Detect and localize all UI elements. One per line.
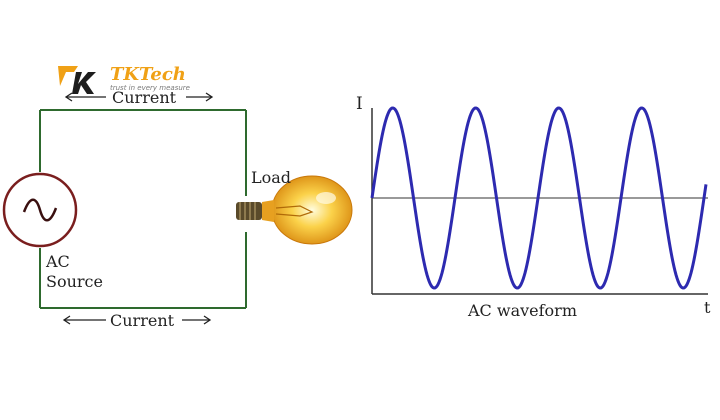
ac-source-icon <box>2 172 78 248</box>
logo-name: TKTech <box>110 64 186 85</box>
source-label-line1: AC <box>46 252 70 271</box>
y-axis-label: I <box>356 94 363 114</box>
circuit-wires <box>39 109 247 309</box>
waveform-axes <box>371 108 708 295</box>
x-axis-label: t <box>704 298 711 317</box>
sine-curve <box>370 106 708 290</box>
double-arrow-icon <box>62 92 214 325</box>
light-bulb-icon <box>236 175 353 245</box>
current-label-bottom: Current <box>110 311 175 330</box>
waveform-title: AC waveform <box>468 301 577 320</box>
logo-tagline: trust in every measure <box>110 84 190 92</box>
logo-mark-icon <box>58 66 96 94</box>
load-label: Load <box>251 168 292 187</box>
current-label-top: Current <box>112 88 177 107</box>
source-label-line2: Source <box>46 272 103 291</box>
brand-logo: TKTech trust in every measure <box>56 62 196 98</box>
